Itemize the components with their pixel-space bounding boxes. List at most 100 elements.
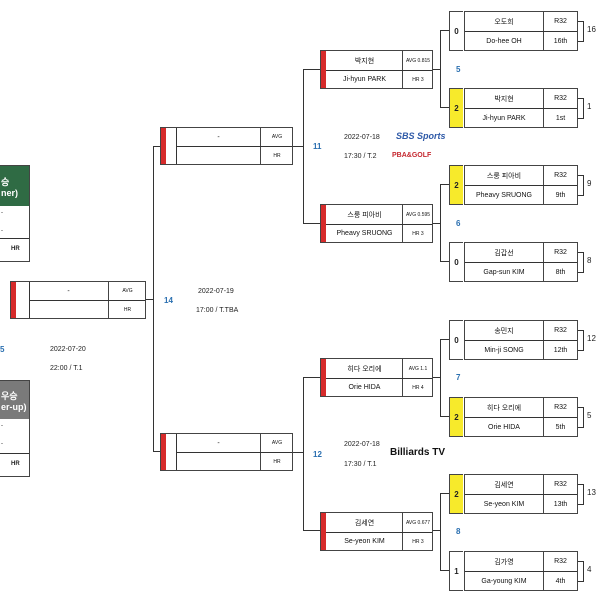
qf-3-name-en: Orie HIDA bbox=[348, 384, 381, 391]
final-date: 2022-07-19 bbox=[198, 288, 234, 295]
r16-player-name-kr: 김갑선 bbox=[494, 249, 514, 257]
r16-player-name-en: Ga-young KIM bbox=[481, 577, 527, 585]
qf-card-1[interactable]: 박지현 AVG 0.815 Ji-hyun PARK HR 3 bbox=[320, 50, 433, 89]
runnerup-card-line2: er-up) bbox=[1, 401, 27, 412]
winner-card-dot1: - bbox=[1, 210, 3, 216]
runnerup-card-dot1: - bbox=[1, 423, 3, 429]
r16-player-seed: 9 bbox=[587, 179, 592, 188]
r16-player-score: 0 bbox=[449, 242, 463, 282]
semi-11-slot-avg: AVG bbox=[260, 128, 293, 146]
r16-player-round: R32 bbox=[543, 89, 577, 108]
semi-12-date: 2022-07-18 bbox=[344, 441, 380, 448]
qf-card-2[interactable]: 스룽 피아비 AVG 0.595 Pheavy SRUONG HR 3 bbox=[320, 204, 433, 243]
r16-match-number-5: 5 bbox=[456, 65, 461, 74]
qf-card-3[interactable]: 히다 오리에 AVG 1.1 Orie HIDA HR 4 bbox=[320, 358, 433, 397]
r16-player-seed: 4 bbox=[587, 565, 592, 574]
runnerup-card-line1: 우승 bbox=[1, 390, 18, 401]
semi-11-card[interactable]: - AVG HR bbox=[160, 127, 293, 165]
qf-1-name-kr: 박지현 bbox=[354, 57, 375, 65]
qf-1-name-en: Ji-hyun PARK bbox=[342, 76, 387, 83]
r16-player-round: R32 bbox=[543, 243, 577, 262]
third-place-date: 2022-07-20 bbox=[50, 346, 86, 353]
r16-player-score: 0 bbox=[449, 11, 463, 51]
r16-match-number-6: 6 bbox=[456, 219, 461, 228]
r16-player-name-en: Gap-sun KIM bbox=[483, 268, 525, 276]
r16-player-rank: 5th bbox=[543, 418, 577, 436]
r16-match-number-7: 7 bbox=[456, 373, 461, 382]
billiards-tv-logo: Billiards TV bbox=[390, 447, 446, 458]
r16-player-rank: 1st bbox=[543, 109, 577, 127]
qf-3-avg: AVG 1.1 bbox=[402, 359, 433, 378]
r16-player-round: R32 bbox=[543, 398, 577, 417]
r16-player-name-en: Se-yeon KIM bbox=[483, 500, 525, 508]
r16-player-seed: 5 bbox=[587, 411, 592, 420]
r16-player-name-en: Ji-hyun PARK bbox=[482, 114, 526, 122]
qf-2-avg: AVG 0.595 bbox=[402, 205, 433, 224]
runnerup-card: 우승 er-up) - - HR bbox=[0, 380, 30, 477]
r16-player-name-kr: 히다 오리에 bbox=[486, 404, 522, 412]
r16-player-name-kr: 김세연 bbox=[494, 481, 514, 489]
r16-player-name-en: Orie HIDA bbox=[488, 423, 520, 431]
r16-player-score: 2 bbox=[449, 474, 463, 514]
semi-11-match-number: 11 bbox=[313, 142, 322, 151]
runnerup-card-dot2: - bbox=[1, 441, 3, 447]
qf-4-hr: HR 3 bbox=[402, 533, 433, 550]
r16-player-seed: 12 bbox=[587, 334, 596, 343]
r16-player-round: R32 bbox=[543, 321, 577, 340]
winner-card: 승 ner) - - HR bbox=[0, 165, 30, 262]
semi-12-match-number: 12 bbox=[313, 450, 322, 459]
r16-player-name-kr: 스룽 피아비 bbox=[486, 172, 522, 180]
semi-11-slot-name: - bbox=[217, 133, 220, 141]
r16-player-rank: 4th bbox=[543, 572, 577, 590]
r16-player-seed: 1 bbox=[587, 102, 592, 111]
winner-card-dot2: - bbox=[1, 228, 3, 234]
winner-card-line2: ner) bbox=[1, 187, 19, 198]
r16-player-score: 2 bbox=[449, 88, 463, 128]
runnerup-card-hr: HR bbox=[11, 461, 20, 467]
r16-player-name-kr: 오도희 bbox=[494, 18, 514, 26]
third-place-match-number: 5 bbox=[0, 345, 5, 354]
qf-4-name-en: Se-yeon KIM bbox=[344, 538, 385, 545]
semi-12-time: 17:30 / T.1 bbox=[344, 461, 377, 468]
semi-11-slot-hr: HR bbox=[260, 147, 293, 164]
qf-2-hr: HR 3 bbox=[402, 225, 433, 242]
qf-4-avg: AVG 0.677 bbox=[402, 513, 433, 532]
r16-player-score: 1 bbox=[449, 551, 463, 591]
qf-2-name-en: Pheavy SRUONG bbox=[336, 230, 393, 237]
qf-card-4[interactable]: 김세연 AVG 0.677 Se-yeon KIM HR 3 bbox=[320, 512, 433, 551]
final-slot-hr: HR bbox=[108, 301, 146, 318]
r16-player-score: 2 bbox=[449, 165, 463, 205]
semi-12-slot-avg: AVG bbox=[260, 434, 293, 452]
r16-player-rank: 8th bbox=[543, 263, 577, 281]
qf-1-avg: AVG 0.815 bbox=[402, 51, 433, 70]
winner-card-line1: 승 bbox=[1, 176, 10, 187]
semi-12-card[interactable]: - AVG HR bbox=[160, 433, 293, 471]
semi-11-time: 17:30 / T.2 bbox=[344, 153, 377, 160]
final-match-card[interactable]: - AVG HR bbox=[10, 281, 146, 319]
final-slot-avg: AVG bbox=[108, 282, 146, 300]
r16-player-seed: 8 bbox=[587, 256, 592, 265]
r16-player-score: 2 bbox=[449, 397, 463, 437]
r16-player-name-kr: 박지현 bbox=[494, 95, 514, 103]
semi-12-slot-name: - bbox=[217, 439, 220, 447]
r16-player-score: 0 bbox=[449, 320, 463, 360]
final-time: 17:00 / T.TBA bbox=[196, 307, 239, 314]
semi-12-slot-hr: HR bbox=[260, 453, 293, 470]
r16-player-rank: 9th bbox=[543, 186, 577, 204]
qf-1-hr: HR 3 bbox=[402, 71, 433, 88]
